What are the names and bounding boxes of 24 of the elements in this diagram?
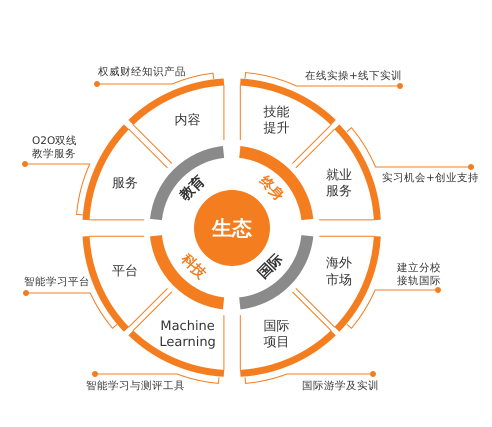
callout-text: 智能学习与测评工具 (86, 380, 185, 393)
segment-label: 技能提升 (262, 104, 290, 138)
leader-line (92, 371, 220, 384)
callout-text: 实习机会+创业支持 (382, 172, 479, 185)
segment-label: Machine Learning (158, 318, 217, 352)
segment-label: 国际项目 (262, 318, 290, 352)
leader-line (22, 161, 90, 216)
callout-text: O2O双线教学服务 (32, 135, 82, 160)
segment-label: 服务 (112, 175, 138, 192)
leader-line (346, 287, 441, 329)
callout-text: 在线实操+线下实训 (305, 70, 402, 83)
leader-line (23, 290, 118, 329)
callout-text: 智能学习平台 (24, 276, 90, 289)
leader-line (244, 72, 403, 89)
leader-line (94, 72, 214, 87)
leader-line (244, 371, 376, 384)
leader-line (346, 127, 474, 170)
segment-label: 就业服务 (326, 167, 353, 200)
callout-text: 权威财经知识产品 (98, 66, 186, 79)
segment-label: 内容 (174, 112, 201, 129)
callout-text: 国际游学及实训 (302, 380, 379, 393)
callout-text: 建立分校接轨国际 (397, 262, 443, 288)
segment-label: 海外市场 (326, 256, 353, 289)
segment-label: 平台 (112, 264, 138, 280)
